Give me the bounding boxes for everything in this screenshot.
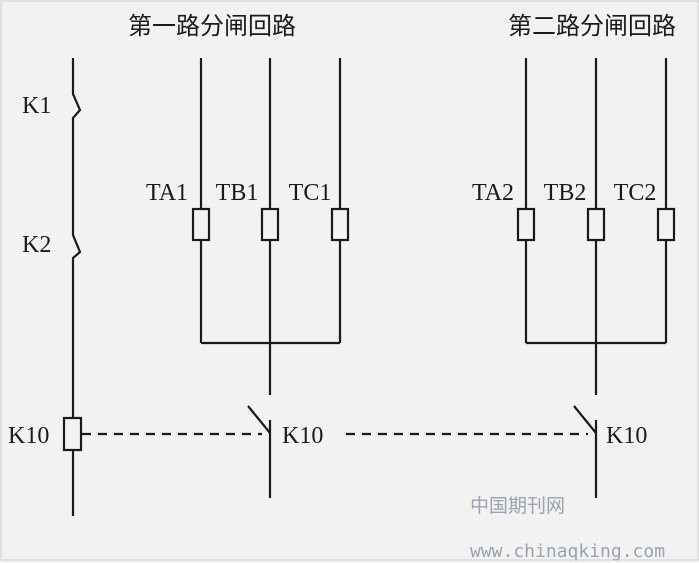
ta1-coil bbox=[191, 207, 211, 242]
circuit1-wiring bbox=[191, 58, 350, 498]
k10-contact1-switch bbox=[247, 405, 271, 434]
ta1-label: TA1 bbox=[146, 180, 188, 206]
tc1-coil bbox=[330, 207, 350, 242]
k10-contact2-switch bbox=[573, 405, 597, 434]
tb2-coil bbox=[586, 207, 606, 242]
k10-contact2-label: K10 bbox=[606, 423, 647, 449]
k10-contact1-label: K10 bbox=[282, 423, 323, 449]
watermark-cn: 中国期刊网 bbox=[470, 495, 565, 517]
control-column bbox=[62, 58, 83, 516]
k10-coil bbox=[62, 416, 83, 452]
tc1-label: TC1 bbox=[289, 180, 332, 206]
tc2-label: TC2 bbox=[614, 180, 657, 206]
ta2-label: TA2 bbox=[472, 180, 514, 206]
k1-label: K1 bbox=[22, 93, 51, 119]
tb1-label: TB1 bbox=[216, 180, 259, 206]
tc2-coil bbox=[656, 207, 676, 242]
circuit1-title: 第一路分闸回路 bbox=[128, 12, 296, 40]
tb1-coil bbox=[260, 207, 280, 242]
circuit2-wiring bbox=[516, 58, 676, 498]
watermark-url: www.chinaqking.com bbox=[470, 541, 665, 562]
k10-coil-label: K10 bbox=[8, 423, 49, 449]
circuit2-title: 第二路分闸回路 bbox=[508, 12, 676, 40]
tb2-label: TB2 bbox=[544, 180, 587, 206]
k2-label: K2 bbox=[22, 232, 51, 258]
ta2-coil bbox=[516, 207, 536, 242]
